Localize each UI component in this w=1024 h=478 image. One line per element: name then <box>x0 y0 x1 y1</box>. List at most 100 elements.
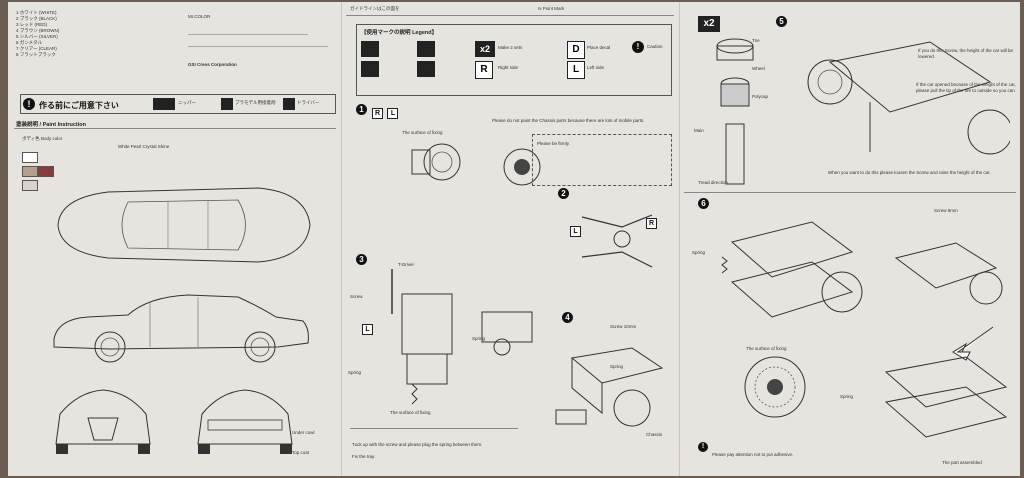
right-side-icon: R <box>475 61 493 79</box>
make-two-icon: x2 <box>475 41 495 57</box>
left-side-icon: L <box>567 61 585 79</box>
cut-icon <box>361 61 379 77</box>
screw-10mm-label: Screw 10mm <box>610 324 637 329</box>
legend-text: Right side <box>498 65 519 70</box>
step1-hub-diagram <box>503 148 541 186</box>
body-color-value: White Pearl Crystal Shine <box>118 144 170 149</box>
step-number: 3 <box>356 254 367 265</box>
caution-icon: ! <box>698 442 708 452</box>
legend-text: Caution <box>647 44 663 49</box>
step-number: 1 <box>356 104 367 115</box>
under-cowl-label: Under cowl <box>292 430 315 435</box>
left-side-marker: L <box>570 220 581 238</box>
instruction-sheet: 1 ホワイト (WHITE) 2 ブラック (BLACK) 3 レッド (RED… <box>8 2 1020 476</box>
drill-icon <box>417 61 435 77</box>
wheel-label: Wheel <box>752 66 765 71</box>
tool-label: プラモデル用接着剤 <box>235 100 276 105</box>
color-swatch <box>22 180 38 191</box>
step1-note: Please do not paint the Chassis parts be… <box>492 118 645 123</box>
glue-icon <box>221 98 233 110</box>
screw-8mm-label: Screw 8mm <box>934 208 958 213</box>
spring-label: Spring <box>472 336 486 341</box>
paint-item: 3 レッド (RED) <box>16 22 48 27</box>
car-side-view <box>53 294 309 363</box>
paint-instruction-title: 塗装説明 / Paint Instruction <box>16 122 86 128</box>
step5-wheel-mount-diagram <box>807 41 1010 155</box>
screw-label: Screw <box>350 294 363 299</box>
driver-label: T-Driver <box>398 262 414 267</box>
legend-title: 【使用マークの説明 Legend】 <box>361 30 438 36</box>
tool-label: ドライバー <box>297 100 320 105</box>
step6-assembled-diagram <box>884 356 1008 438</box>
chassis-label: Chassis <box>646 432 663 437</box>
spring-label: Spring <box>692 250 706 255</box>
warning-icon: ! <box>23 98 35 110</box>
color-swatch <box>22 152 38 163</box>
surface-fixing-label: The surface of fixing <box>390 410 431 415</box>
step1-brake-diagram <box>411 143 461 181</box>
step4-chassis-diagram <box>555 347 664 427</box>
paint-item: 5 シルバー (SILVER) <box>16 34 58 39</box>
paint-item: 8 フラットブラック <box>16 52 56 57</box>
paint-item: 6 ガンメタル <box>16 40 43 45</box>
step-number: 2 <box>558 188 569 199</box>
adhesive-icon <box>361 41 379 57</box>
spring-label: Spring <box>348 370 362 375</box>
right-side-icon: R <box>372 108 383 119</box>
spring-label: Spring <box>610 364 624 369</box>
paint-item: 7 クリアー (CLEAR) <box>16 46 57 51</box>
legend-box: 【使用マークの説明 Legend】 x2 Make 2 sets R Right… <box>356 24 672 96</box>
assembled-note: The part assembled <box>942 460 982 465</box>
mr-color-label: Mr.COLOR <box>188 14 211 19</box>
caution-icon: ! <box>632 41 644 53</box>
screwdriver-icon <box>283 98 295 110</box>
panel-assembly-steps-5-6: x2 Tire Wheel Polycap Main Tread directi… <box>680 2 1020 476</box>
panel-paint-instruction: 1 ホワイト (WHITE) 2 ブラック (BLACK) 3 レッド (RED… <box>8 2 342 476</box>
step-number: 4 <box>562 312 573 323</box>
prepare-banner: 作る前にご用意下さい <box>39 101 119 110</box>
paint-item: 2 ブラック (BLACK) <box>16 16 57 21</box>
right-side-marker: R <box>646 212 657 230</box>
prepare-tools-box: ! 作る前にご用意下さい ニッパー プラモデル用接着剤 ドライバー <box>20 94 336 114</box>
step1-subbox: Please be firmly. <box>532 134 672 186</box>
step1-markers: R L <box>372 102 399 120</box>
step-number: 6 <box>698 198 709 209</box>
tire-label: Tire <box>752 38 760 43</box>
top-coat-label: Top coat <box>292 450 310 455</box>
step6-right-detail <box>894 242 1003 305</box>
nippers-icon <box>153 98 175 110</box>
legend-text: Left side <box>587 65 605 70</box>
left-side-marker: L <box>362 318 373 336</box>
surface-fixing-label: The surface of fixing <box>402 130 443 135</box>
car-top-view <box>57 187 311 263</box>
main-label: Main <box>694 128 704 133</box>
color-swatch <box>22 166 38 177</box>
bottom-note-2: Fix the tray. <box>352 454 376 459</box>
arrow-icon <box>952 326 994 361</box>
header-guide: ガイドラインはこの面を <box>350 6 400 11</box>
paint-item: 1 ホワイト (WHITE) <box>16 10 57 15</box>
spring-label: Spring <box>840 394 854 399</box>
legend-text: Place decal <box>587 45 611 50</box>
step3-chassis-diagram <box>391 269 453 405</box>
brake-disc-diagram <box>744 356 806 418</box>
polycap-label: Polycap <box>752 94 769 99</box>
adhesive-caution-note: Please pay attention not to put adhesive… <box>712 452 794 457</box>
tool-label: ニッパー <box>178 100 196 105</box>
paint-list: 1 ホワイト (WHITE) 2 ブラック (BLACK) 3 レッド (RED… <box>16 10 136 58</box>
paint-item: 4 ブラウン (BROWN) <box>16 28 60 33</box>
file-icon <box>417 41 435 57</box>
make-two-icon: x2 <box>698 16 720 32</box>
step2-suspension-diagram <box>581 214 653 268</box>
surface-fixing-label: The surface of fixing <box>746 346 787 351</box>
car-rear-view <box>197 389 293 454</box>
body-color-label: ボディ色 Body color <box>22 136 63 141</box>
gsi-creos-name: GSI Creos Corporation <box>188 62 237 67</box>
legend-text: Make 2 sets <box>498 45 523 50</box>
header-point-mark: Is Point Mark <box>538 6 565 11</box>
loosen-screw-note: When you want to do this please loosen t… <box>828 170 991 175</box>
left-side-icon: L <box>387 108 399 119</box>
screw-height-note: If you do this Screw, the height of the … <box>918 48 1014 59</box>
car-front-view <box>55 389 151 454</box>
subbox-note: Please be firmly. <box>537 141 570 146</box>
